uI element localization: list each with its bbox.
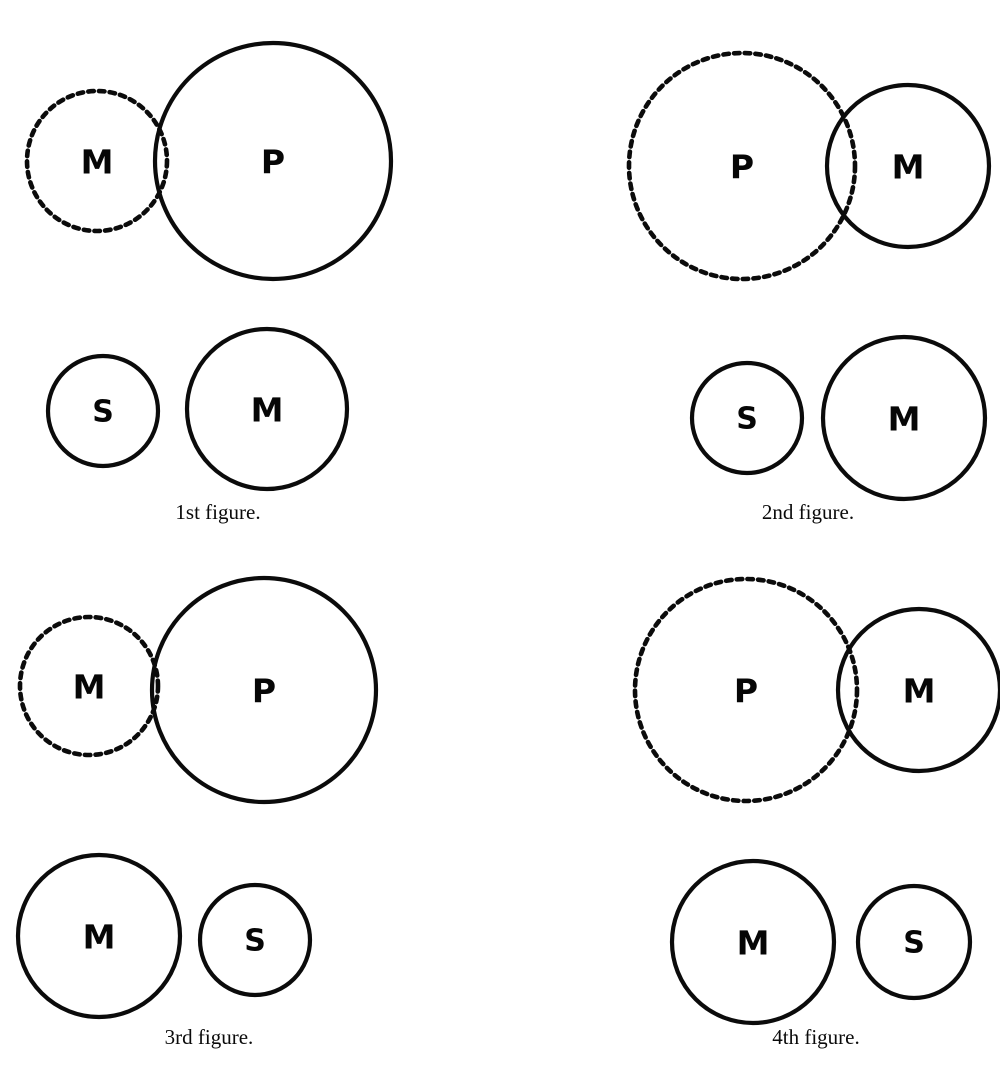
- term-circle-p-dashed: [632, 576, 860, 804]
- term-circle-m-solid: [669, 858, 837, 1026]
- term-label-m: M: [892, 148, 925, 187]
- figure-caption-3: 3rd figure.: [165, 1025, 254, 1049]
- term-label-s: S: [92, 395, 114, 430]
- term-label-p: P: [734, 672, 758, 711]
- term-circle-m-dashed: [17, 614, 161, 758]
- captions-layer: 1st figure. 2nd figure. 3rd figure. 4th fig…: [165, 500, 860, 1049]
- term-label-s: S: [244, 924, 266, 959]
- term-circle-p-dashed: [626, 50, 858, 282]
- term-label-p: P: [252, 672, 276, 711]
- term-circle-m-solid: [820, 334, 988, 502]
- term-label-m: M: [903, 672, 936, 711]
- term-circle-p-solid: [152, 40, 394, 282]
- term-circle-s-solid: [45, 353, 161, 469]
- term-label-m: M: [73, 668, 106, 707]
- figure-caption-4: 4th figure.: [772, 1025, 859, 1049]
- term-circle-s-solid: [855, 883, 973, 1001]
- term-circle-p-solid: [149, 575, 379, 805]
- term-circle-m-dashed: [24, 88, 170, 234]
- term-label-s: S: [903, 926, 925, 961]
- term-circle-s-solid: [197, 882, 313, 998]
- term-label-m: M: [737, 924, 770, 963]
- term-label-m: M: [251, 391, 284, 430]
- term-label-m: M: [83, 918, 116, 957]
- figure-caption-2: 2nd figure.: [762, 500, 854, 524]
- term-circle-m-solid: [835, 606, 1000, 774]
- term-label-p: P: [730, 148, 754, 187]
- term-circle-m-solid: [184, 326, 350, 492]
- term-label-s: S: [736, 402, 758, 437]
- term-label-m: M: [888, 400, 921, 439]
- term-circle-m-solid: [15, 852, 183, 1020]
- term-label-p: P: [261, 143, 285, 182]
- figure-caption-1: 1st figure.: [175, 500, 260, 524]
- term-circle-m-solid: [824, 82, 992, 250]
- term-label-m: M: [81, 143, 114, 182]
- term-circle-s-solid: [689, 360, 805, 476]
